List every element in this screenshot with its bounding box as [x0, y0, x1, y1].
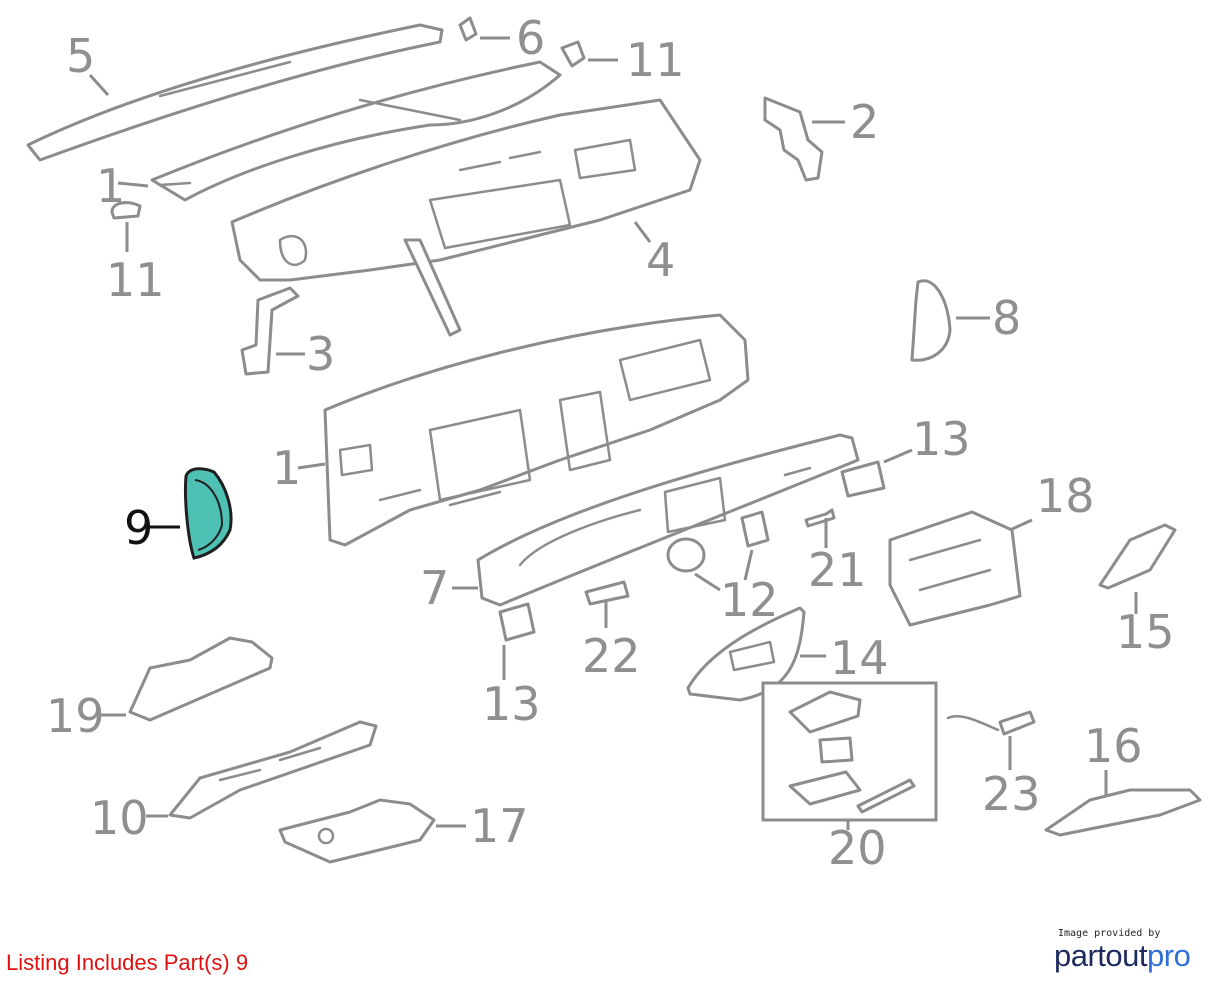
part-23-lamp — [946, 710, 1036, 736]
part-12-vent-a — [666, 537, 706, 573]
label-13-upper: 13 — [912, 412, 971, 466]
part-22-vent — [584, 580, 630, 606]
label-6: 6 — [516, 11, 545, 65]
label-8: 8 — [992, 291, 1021, 345]
leader-arrows — [88, 36, 1138, 830]
part-17-lower-panel — [278, 798, 436, 864]
label-17: 17 — [470, 799, 529, 853]
label-9[interactable]: 9 — [124, 501, 153, 555]
label-22: 22 — [582, 629, 641, 683]
part-11-clip-lower — [110, 201, 142, 220]
label-7: 7 — [420, 561, 449, 615]
part-10-knee-bolster — [168, 720, 378, 820]
label-18: 18 — [1036, 469, 1095, 523]
part-15-duct — [1098, 523, 1177, 590]
label-1-upper: 1 — [96, 159, 125, 213]
label-3: 3 — [306, 327, 335, 381]
part-11-clip-upper — [560, 40, 586, 68]
part-2-bracket — [763, 96, 824, 182]
part-12-vent-b — [740, 510, 770, 548]
brand-name-part2: pro — [1147, 938, 1191, 973]
brand-logo[interactable]: partoutpro — [1054, 938, 1191, 974]
label-21: 21 — [808, 543, 867, 597]
label-2: 2 — [850, 95, 879, 149]
label-20: 20 — [828, 821, 887, 875]
label-15: 15 — [1116, 605, 1175, 659]
listing-note: Listing Includes Part(s) 9 — [6, 950, 249, 975]
part-9-end-panel[interactable] — [183, 467, 233, 560]
part-8-end-cap — [910, 279, 952, 362]
part-7-trim-bezel — [476, 433, 860, 607]
part-1-instrument-panel — [323, 313, 750, 547]
part-21-bolt — [804, 508, 836, 528]
part-1-upper-panel — [150, 60, 562, 202]
label-13-lower: 13 — [482, 677, 541, 731]
label-23: 23 — [982, 767, 1041, 821]
part-6-clip — [458, 16, 478, 42]
image-credit-caption: Image provided by — [1058, 928, 1161, 939]
label-11-upper: 11 — [626, 33, 685, 87]
label-14: 14 — [830, 631, 889, 685]
label-1-main: 1 — [272, 441, 301, 495]
part-13-vent-lower — [498, 602, 536, 642]
part-19-lower-trim — [128, 636, 274, 722]
part-16-panel — [1044, 788, 1202, 837]
part-3-bracket — [240, 286, 300, 376]
label-10: 10 — [90, 791, 149, 845]
part-20-kit — [761, 681, 938, 822]
part-13-vent-upper — [840, 460, 886, 498]
label-16: 16 — [1084, 719, 1143, 773]
label-12: 12 — [720, 573, 779, 627]
label-4: 4 — [646, 233, 675, 287]
brand-name-part1: partout — [1054, 938, 1148, 973]
part-5-dash-cover — [26, 23, 444, 162]
label-5: 5 — [66, 29, 95, 83]
label-11-lower: 11 — [106, 253, 165, 307]
part-labels: 5 6 11 1 11 2 4 3 8 1 9 13 18 7 21 12 15… — [46, 11, 1175, 875]
label-19: 19 — [46, 689, 105, 743]
part-18-bracket — [888, 510, 1022, 627]
part-4-carrier — [230, 98, 702, 337]
